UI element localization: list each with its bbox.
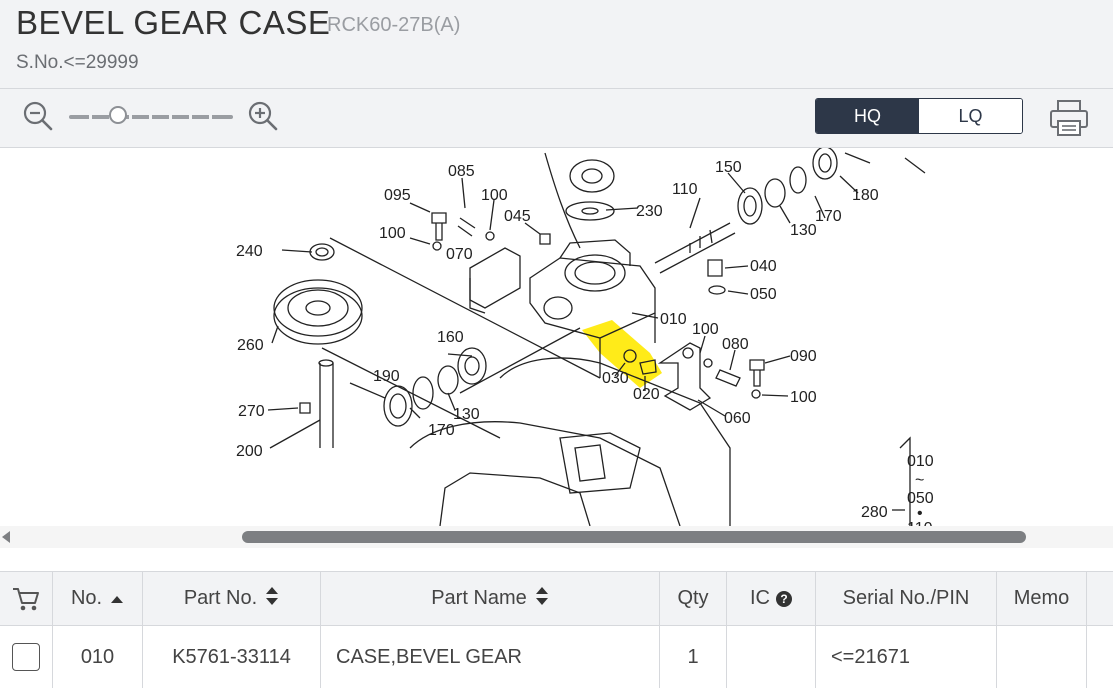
svg-text:150: 150 [715,159,742,176]
help-icon[interactable]: ? [776,590,792,607]
svg-text:130: 130 [453,406,480,423]
lq-button[interactable]: LQ [919,99,1022,133]
column-header-no-label: No. [70,587,103,609]
svg-text:280: 280 [861,504,888,521]
column-header-spacer [1087,572,1113,625]
cell-no: 010 [53,626,143,688]
column-header-memo: Memo [997,572,1087,625]
svg-text:270: 270 [238,403,265,420]
svg-text:050: 050 [907,490,934,507]
svg-text:100: 100 [790,389,817,406]
scrollbar-thumb[interactable] [242,531,1026,543]
image-quality-toggle: HQ LQ [815,98,1023,134]
section-divider [0,548,1113,571]
viewer-toolbar: HQ LQ [0,89,1113,148]
printer-icon[interactable] [1048,98,1090,138]
cart-icon [0,572,53,625]
svg-text:200: 200 [236,443,263,460]
svg-text:080: 080 [722,336,749,353]
sort-ascending-icon [110,587,124,610]
svg-text:~: ~ [915,472,924,489]
diagram-horizontal-scrollbar[interactable] [0,526,1113,548]
svg-text:030: 030 [602,370,629,387]
zoom-in-icon[interactable] [247,100,279,132]
svg-text:100: 100 [481,187,508,204]
svg-text:•: • [917,505,923,522]
svg-text:020: 020 [633,386,660,403]
svg-text:160: 160 [437,329,464,346]
column-header-ic-label: IC [750,587,770,609]
column-header-serial: Serial No./PIN [816,572,997,625]
page-header: BEVEL GEAR CASE RCK60-27B(A) S.No.<=2999… [0,0,1113,89]
svg-text:040: 040 [750,258,777,275]
zoom-slider-handle[interactable] [109,106,128,124]
svg-text:010: 010 [907,453,934,470]
cell-ic [727,626,816,688]
svg-text:180: 180 [852,187,879,204]
column-header-part-no-label: Part No. [183,587,258,609]
svg-text:190: 190 [373,368,400,385]
zoom-out-icon[interactable] [22,100,54,132]
column-header-part-name[interactable]: Part Name [321,572,660,625]
sort-icon [265,586,279,612]
scroll-left-icon[interactable] [2,531,10,543]
svg-text:090: 090 [790,348,817,365]
svg-text:045: 045 [504,208,531,225]
svg-text:085: 085 [448,163,475,180]
svg-text:130: 130 [790,222,817,239]
column-header-qty: Qty [660,572,727,625]
cell-serial: <=21671 [816,626,997,688]
svg-text:170: 170 [815,208,842,225]
svg-text:060: 060 [724,410,751,427]
cell-spacer [1087,626,1113,688]
svg-text:170: 170 [428,422,455,439]
model-code: RCK60-27B(A) [327,14,461,36]
cell-qty: 1 [660,626,727,688]
column-header-part-name-label: Part Name [431,587,527,609]
sort-icon [535,586,549,612]
svg-text:100: 100 [692,321,719,338]
serial-range: S.No.<=29999 [16,52,139,73]
zoom-slider[interactable] [69,106,233,124]
svg-text:110: 110 [672,181,698,198]
table-header-row: No. Part No. Part Name Qty IC ? Serial N… [0,571,1113,626]
hq-button[interactable]: HQ [816,99,919,133]
svg-text:260: 260 [237,337,264,354]
column-header-part-no[interactable]: Part No. [143,572,321,625]
cell-memo[interactable] [997,626,1087,688]
page-title: BEVEL GEAR CASE [16,4,331,41]
add-to-cart-checkbox[interactable] [12,643,40,671]
parts-diagram[interactable]: 085 095 100 045 100 070 230 150 110 180 … [0,148,1113,526]
cell-part-name: CASE,BEVEL GEAR [321,626,660,688]
svg-text:050: 050 [750,286,777,303]
svg-text:095: 095 [384,187,411,204]
cell-part-no: K5761-33114 [143,626,321,688]
column-header-ic: IC ? [727,572,816,625]
svg-text:230: 230 [636,203,663,220]
column-header-no[interactable]: No. [53,572,143,625]
svg-text:240: 240 [236,243,263,260]
svg-text:110: 110 [907,520,933,526]
svg-text:100: 100 [379,225,406,242]
row-checkbox-cell [0,626,53,688]
svg-text:070: 070 [446,246,473,263]
table-row: 010 K5761-33114 CASE,BEVEL GEAR 1 <=2167… [0,626,1113,688]
svg-text:010: 010 [660,311,687,328]
